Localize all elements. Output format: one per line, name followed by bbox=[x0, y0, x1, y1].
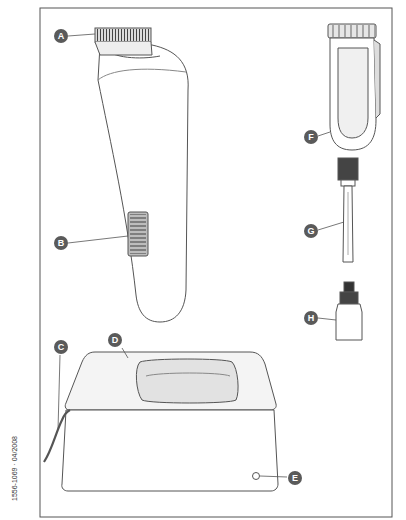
cleaning-brush bbox=[338, 158, 358, 262]
leader-lines bbox=[58, 34, 344, 477]
callout-letter: D bbox=[108, 333, 122, 347]
oil-bottle bbox=[336, 282, 362, 340]
callout-letter: C bbox=[54, 340, 68, 354]
callout-letter: A bbox=[54, 29, 68, 43]
callout-letter: F bbox=[304, 130, 318, 144]
callout-letter: H bbox=[304, 311, 318, 325]
callout-letter: G bbox=[304, 224, 318, 238]
callout-letter: B bbox=[54, 236, 68, 250]
comb-attachment bbox=[328, 24, 380, 150]
clipper bbox=[95, 28, 188, 322]
power-cord bbox=[44, 410, 70, 462]
callout-letter: E bbox=[288, 471, 302, 485]
charging-base bbox=[62, 352, 278, 491]
frame bbox=[40, 8, 392, 517]
document-code: 1556-1069 · 04/2008 bbox=[11, 436, 18, 501]
